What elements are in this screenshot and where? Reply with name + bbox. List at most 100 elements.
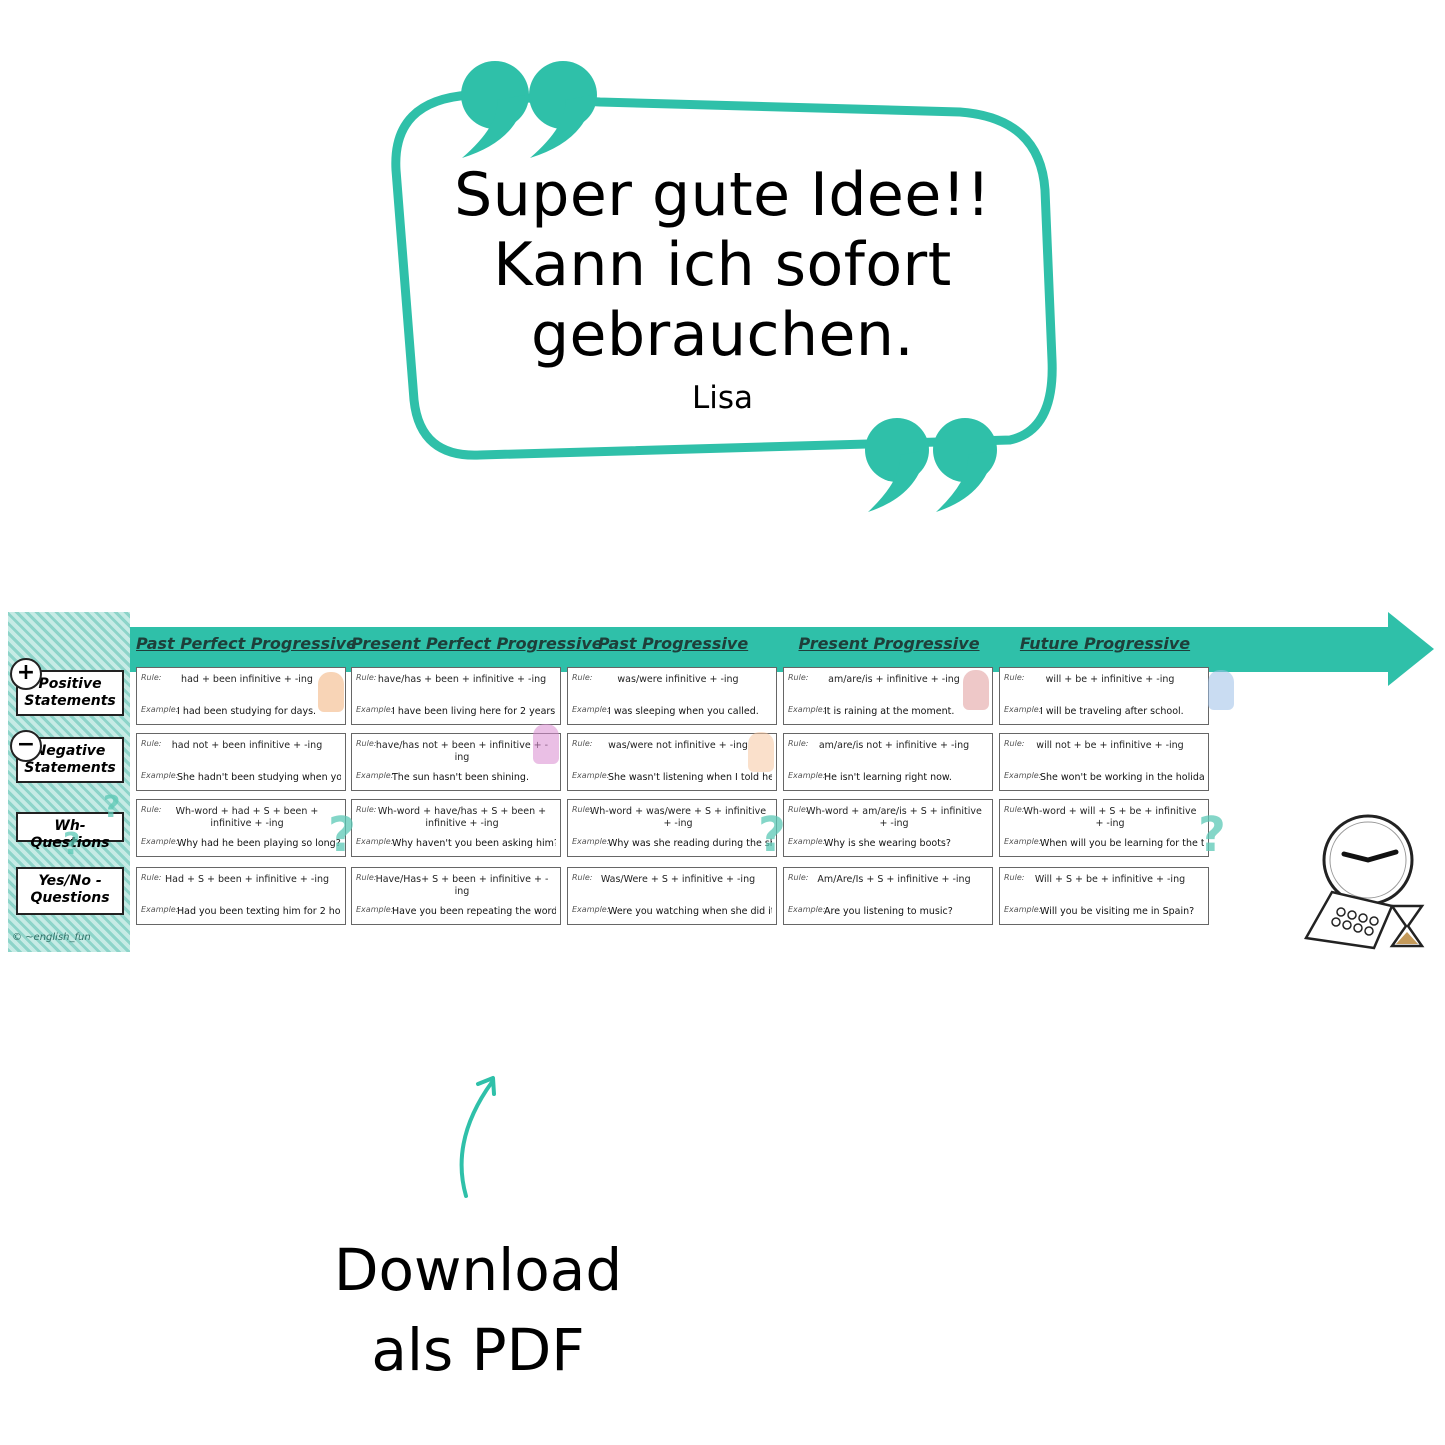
rule-text: Was/Were + S + infinitive + -ing xyxy=(600,874,756,885)
example-text: I had been studying for days. xyxy=(177,706,317,717)
question-mark-icon: ? xyxy=(63,827,81,862)
download-line: Download xyxy=(333,1236,623,1304)
example-text: Why had he been playing so long? xyxy=(177,838,341,849)
rule-label: Rule: xyxy=(141,873,162,882)
rule-label: Rule: xyxy=(1004,805,1025,814)
example-label: Example: xyxy=(356,771,394,780)
row-label-text: Wh-Questions xyxy=(30,818,110,851)
example-label: Example: xyxy=(356,837,394,846)
example-text: Were you watching when she did it? xyxy=(608,906,772,917)
grammar-card: Rule:Wh-word + am/are/is + S + infinitiv… xyxy=(783,799,993,857)
rule-text: Am/Are/Is + S + infinitive + -ing xyxy=(817,874,971,885)
example-label: Example: xyxy=(1004,905,1042,914)
timeline-arrow-icon xyxy=(1388,612,1434,686)
example-text: She hadn't been studying when you called… xyxy=(177,772,341,783)
example-label: Example: xyxy=(141,837,179,846)
question-mark-icon: ? xyxy=(328,807,356,863)
grammar-card: Rule:have/has + been + infinitive + -ing… xyxy=(351,667,561,725)
example-text: She wasn't listening when I told her. xyxy=(608,772,772,783)
example-label: Example: xyxy=(788,705,826,714)
grammar-card: Rule: Wh-word + had + S + been + infiniti… xyxy=(136,799,346,857)
rule-label: Rule: xyxy=(572,673,593,682)
credit-text: © ~english_fun xyxy=(12,932,91,943)
rule-label: Rule: xyxy=(356,673,377,682)
download-line: als PDF xyxy=(371,1316,585,1384)
example-text: I have been living here for 2 years. xyxy=(392,706,556,717)
download-pdf-link[interactable]: Download als PDF xyxy=(318,1230,638,1390)
example-text: It is raining at the moment. xyxy=(824,706,955,717)
grammar-card: Rule:Wh-word + have/has + S + been + inf… xyxy=(351,799,561,857)
example-label: Example: xyxy=(788,905,826,914)
example-label: Example: xyxy=(141,705,179,714)
rule-label: Rule: xyxy=(141,739,162,748)
minus-icon: − xyxy=(10,730,42,762)
rule-label: Rule: xyxy=(1004,739,1025,748)
person-illustration xyxy=(533,724,559,764)
grammar-card: Rule:Wh-word + was/were + S + infinitive… xyxy=(567,799,777,857)
rule-label: Rule: xyxy=(572,739,593,748)
example-label: Example: xyxy=(1004,771,1042,780)
rule-text: am/are/is not + infinitive + -ing xyxy=(818,740,970,751)
example-text: Are you listening to music? xyxy=(824,906,953,917)
quote-line: gebrauchen. xyxy=(530,300,915,370)
rule-text: Will + S + be + infinitive + -ing xyxy=(1034,874,1186,885)
example-text: Why is she wearing boots? xyxy=(824,838,951,849)
example-text: When will you be learning for the test? xyxy=(1040,838,1204,849)
example-text: Have you been repeating the words? xyxy=(392,906,556,917)
rule-text: Wh-word + am/are/is + S + infinitive + -… xyxy=(806,806,982,829)
person-illustration xyxy=(748,732,774,772)
tense-header: Present Progressive xyxy=(798,634,980,653)
example-text: Will you be visiting me in Spain? xyxy=(1040,906,1195,917)
rule-label: Rule: xyxy=(141,805,162,814)
rule-label: Rule: xyxy=(788,873,809,882)
rule-text: will + be + infinitive + -ing xyxy=(1045,674,1175,685)
row-label-text: Yes/No - Questions xyxy=(30,873,110,906)
rule-label: Rule: xyxy=(356,739,377,748)
rule-label: Rule: xyxy=(356,805,377,814)
testimonial-quote: Super gute Idee!! Kann ich sofort gebrau… xyxy=(440,160,1005,416)
example-label: Example: xyxy=(572,837,610,846)
tense-header: Future Progressive xyxy=(1019,634,1191,653)
open-quote-icon xyxy=(461,61,597,158)
example-label: Example: xyxy=(141,771,179,780)
rule-label: Rule: xyxy=(141,673,162,682)
rule-text: Have/Has+ S + been + infinitive + -ing xyxy=(375,874,549,897)
tense-header: Past Perfect Progressive xyxy=(136,634,357,653)
example-text: She won't be working in the holidays. xyxy=(1040,772,1204,783)
question-mark-icon: ? xyxy=(1198,807,1226,863)
rule-text: am/are/is + infinitive + -ing xyxy=(828,674,960,685)
grammar-card: Rule:Have/Has+ S + been + infinitive + -… xyxy=(351,867,561,925)
rule-text: Wh-word + have/has + S + been + infiniti… xyxy=(377,806,547,829)
example-label: Example: xyxy=(788,837,826,846)
clock-calendar-icon xyxy=(1304,814,1425,950)
rule-text: had not + been infinitive + -ing xyxy=(171,740,323,751)
example-label: Example: xyxy=(572,771,610,780)
example-text: I will be traveling after school. xyxy=(1040,706,1184,717)
speech-bubble xyxy=(391,61,1057,512)
question-mark-icon: ? xyxy=(103,790,121,825)
timeline-band xyxy=(130,627,1388,672)
row-label-text: Positive Statements xyxy=(24,676,116,709)
grammar-card: Rule:have/has not + been + infinitive + … xyxy=(351,733,561,791)
example-text: Had you been texting him for 2 hours? xyxy=(177,906,341,917)
example-label: Example: xyxy=(1004,837,1042,846)
rule-text: Wh-word + had + S + been + infinitive + … xyxy=(175,806,319,829)
example-label: Example: xyxy=(572,705,610,714)
rule-label: Rule: xyxy=(572,805,593,814)
worksheet-preview: Positive Statements + Negative Statement… xyxy=(8,612,1438,957)
rule-label: Rule: xyxy=(788,739,809,748)
rule-label: Rule: xyxy=(1004,873,1025,882)
example-label: Example: xyxy=(141,905,179,914)
person-illustration xyxy=(963,670,989,710)
row-label-text: Negative Statements xyxy=(24,743,116,776)
rule-text: will not + be + infinitive + -ing xyxy=(1036,740,1184,751)
row-label-positive: Positive Statements xyxy=(16,670,124,716)
